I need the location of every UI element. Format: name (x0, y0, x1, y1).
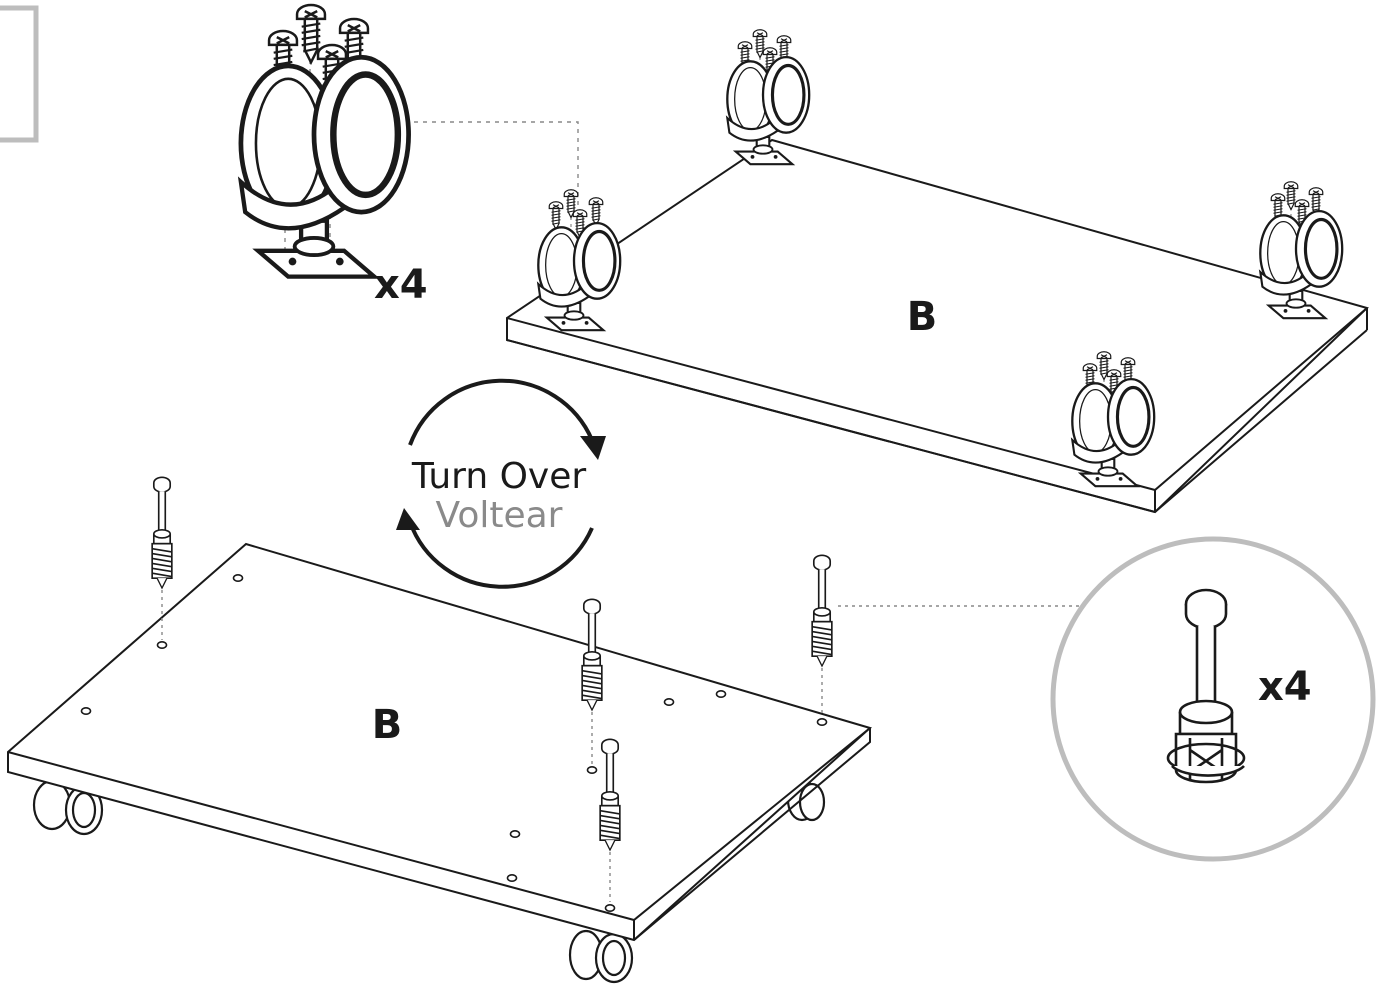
page-corner-frame (0, 5, 39, 143)
caster-quantity: x4 (374, 262, 428, 308)
cam-bolt-quantity: x4 (1258, 664, 1312, 710)
caster-wheel-icon (32, 779, 104, 836)
cam-bolt-icon (581, 598, 603, 711)
cam-bolt-icon (811, 554, 833, 667)
screw-icon (588, 197, 604, 227)
caster-detail: x4 (241, 3, 579, 308)
rotate-arrows-icon: Turn Over Voltear (396, 378, 606, 589)
caster-wheel-icon (568, 929, 634, 984)
caster-group-front (1070, 351, 1156, 488)
caster-wheel-icon (241, 57, 409, 276)
panel-b-bottom-label: B (372, 702, 403, 748)
cam-bolt-detail: x4 (1050, 536, 1376, 862)
screw-icon (548, 201, 564, 231)
caster-group-back (725, 29, 811, 166)
turn-over-label: Turn Over (411, 456, 587, 497)
caster-group-right (1258, 181, 1344, 320)
caster-group-left (536, 189, 622, 332)
panel-b-top: B (506, 29, 1369, 514)
cam-bolt-icon (151, 476, 173, 589)
turn-over-label-es: Voltear (436, 495, 563, 536)
cam-bolt-icon (1166, 588, 1246, 784)
panel-b-top-label: B (907, 294, 938, 340)
panel-b-bottom: B (7, 476, 1080, 984)
